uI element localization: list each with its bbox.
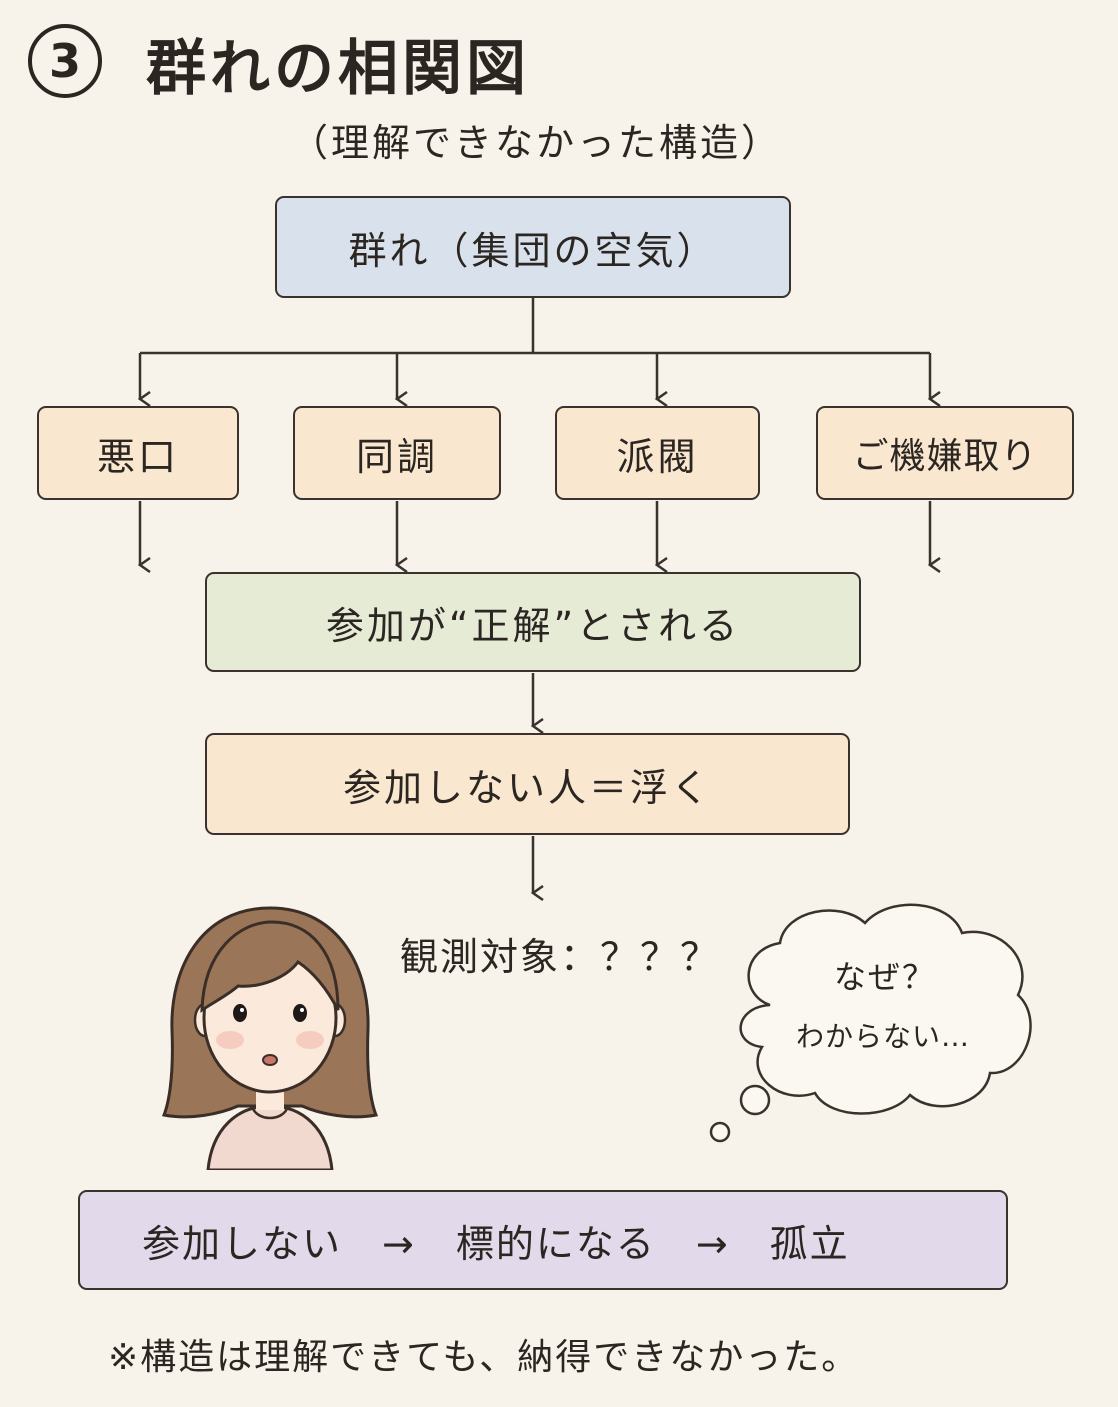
result-node-box: 参加が“正解”とされる [205,572,861,672]
page-title: 群れの相関図 [146,34,530,104]
thought-line-1: なぜ？ [834,958,937,996]
category-node-gossip: 悪口 [37,406,239,500]
thought-line-2: わからない… [796,1020,971,1053]
result-node-label: 参加が“正解”とされる [325,603,741,648]
girl-illustration [161,906,379,1170]
category-label: ご機嫌取り [852,436,1038,477]
category-label: 同調 [355,434,438,479]
category-label: 悪口 [96,434,179,479]
summary-text: 参加しない → 標的になる → 孤立 [142,1221,850,1266]
consequence-node-label: 参加しない人＝浮く [342,765,712,810]
thought-bubble-icon [709,903,1032,1143]
root-node-label: 群れ（集団の空気） [348,228,718,273]
category-label: 派閥 [616,434,699,479]
left-eye [233,1004,247,1022]
category-node-conformity: 同調 [293,406,501,500]
title-number-badge: 3 [28,24,102,98]
observer-label: 観測対象：？？？ [400,935,721,979]
root-node-box: 群れ（集団の空気） [275,196,791,298]
footnote: ※構造は理解できても、納得できなかった。 [108,1337,860,1378]
page-subtitle: （理解できなかった構造） [290,121,783,165]
summary-box: 参加しない → 標的になる → 孤立 [78,1190,1008,1290]
right-eye [293,1004,307,1022]
category-node-factions: 派閥 [555,406,760,500]
category-node-flattery: ご機嫌取り [816,406,1074,500]
consequence-node-box: 参加しない人＝浮く [205,733,850,835]
title-number: 3 [48,34,81,88]
